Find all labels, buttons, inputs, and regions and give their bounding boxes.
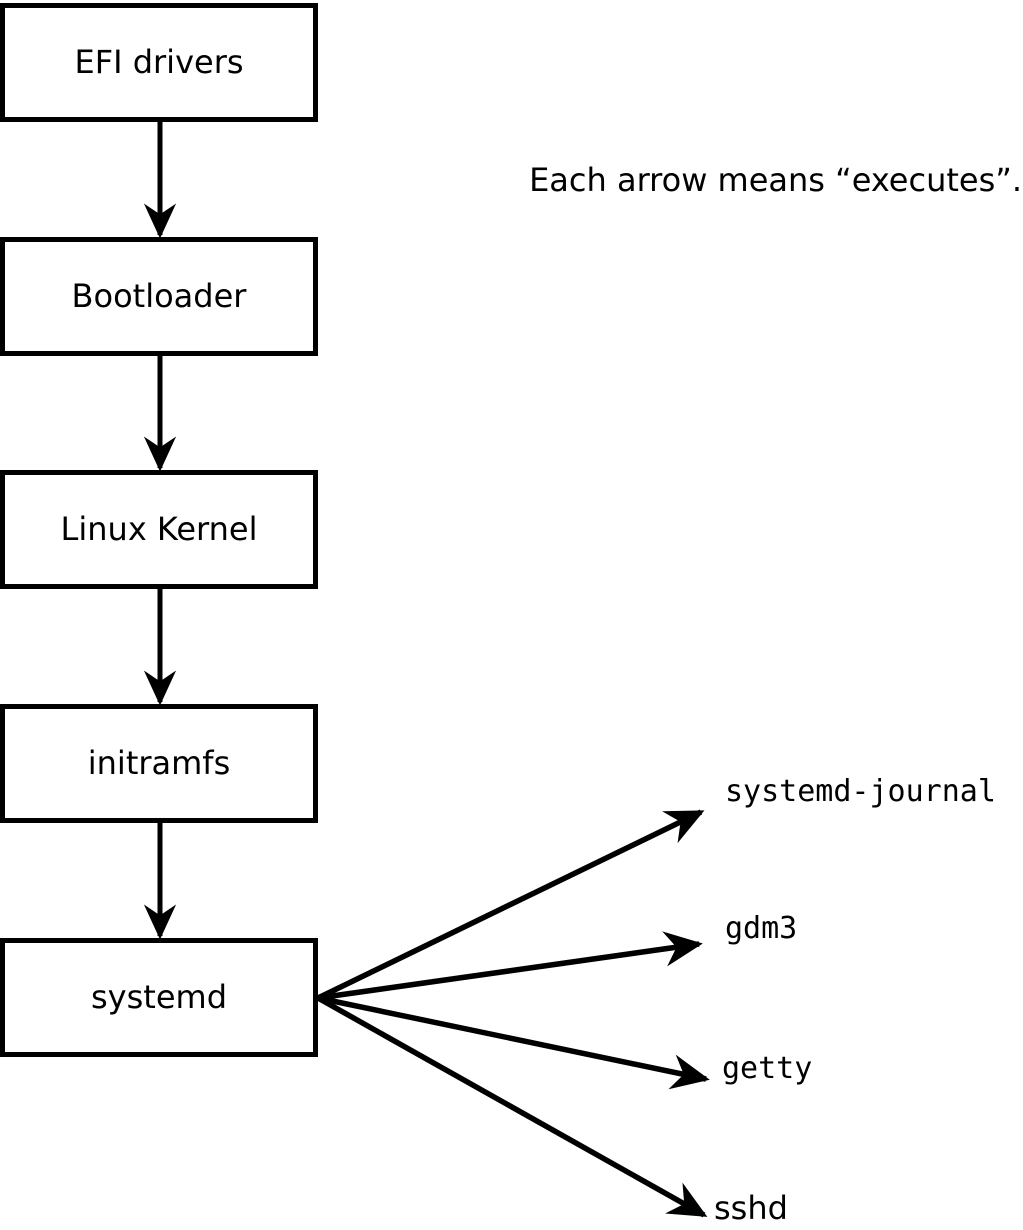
target-label-gdm3: gdm3 [725,911,798,946]
flow-box-initramfs: initramfs [0,704,318,823]
flow-box-bootloader-label: Bootloader [71,276,247,315]
flow-box-initramfs-label: initramfs [87,743,231,782]
arrow-systemd-to-journal [316,809,705,1001]
flow-box-bootloader: Bootloader [0,237,318,356]
target-label-getty: getty [722,1051,813,1086]
arrow-systemd-to-sshd [316,995,708,1218]
flow-box-systemd-label: systemd [91,977,227,1016]
arrow-systemd-to-getty [317,995,710,1090]
target-label-systemd-journal: systemd-journal [725,774,996,809]
arrow-systemd-to-gdm3 [317,931,703,1001]
target-label-sshd: sshd [714,1189,788,1227]
flow-box-efi-drivers-label: EFI drivers [74,42,244,81]
legend-note: Each arrow means “executes”. [529,161,1022,199]
flow-box-systemd: systemd [0,938,318,1057]
flow-box-linux-kernel-label: Linux Kernel [60,509,258,548]
flow-box-efi-drivers: EFI drivers [0,3,318,122]
flow-box-linux-kernel: Linux Kernel [0,470,318,589]
